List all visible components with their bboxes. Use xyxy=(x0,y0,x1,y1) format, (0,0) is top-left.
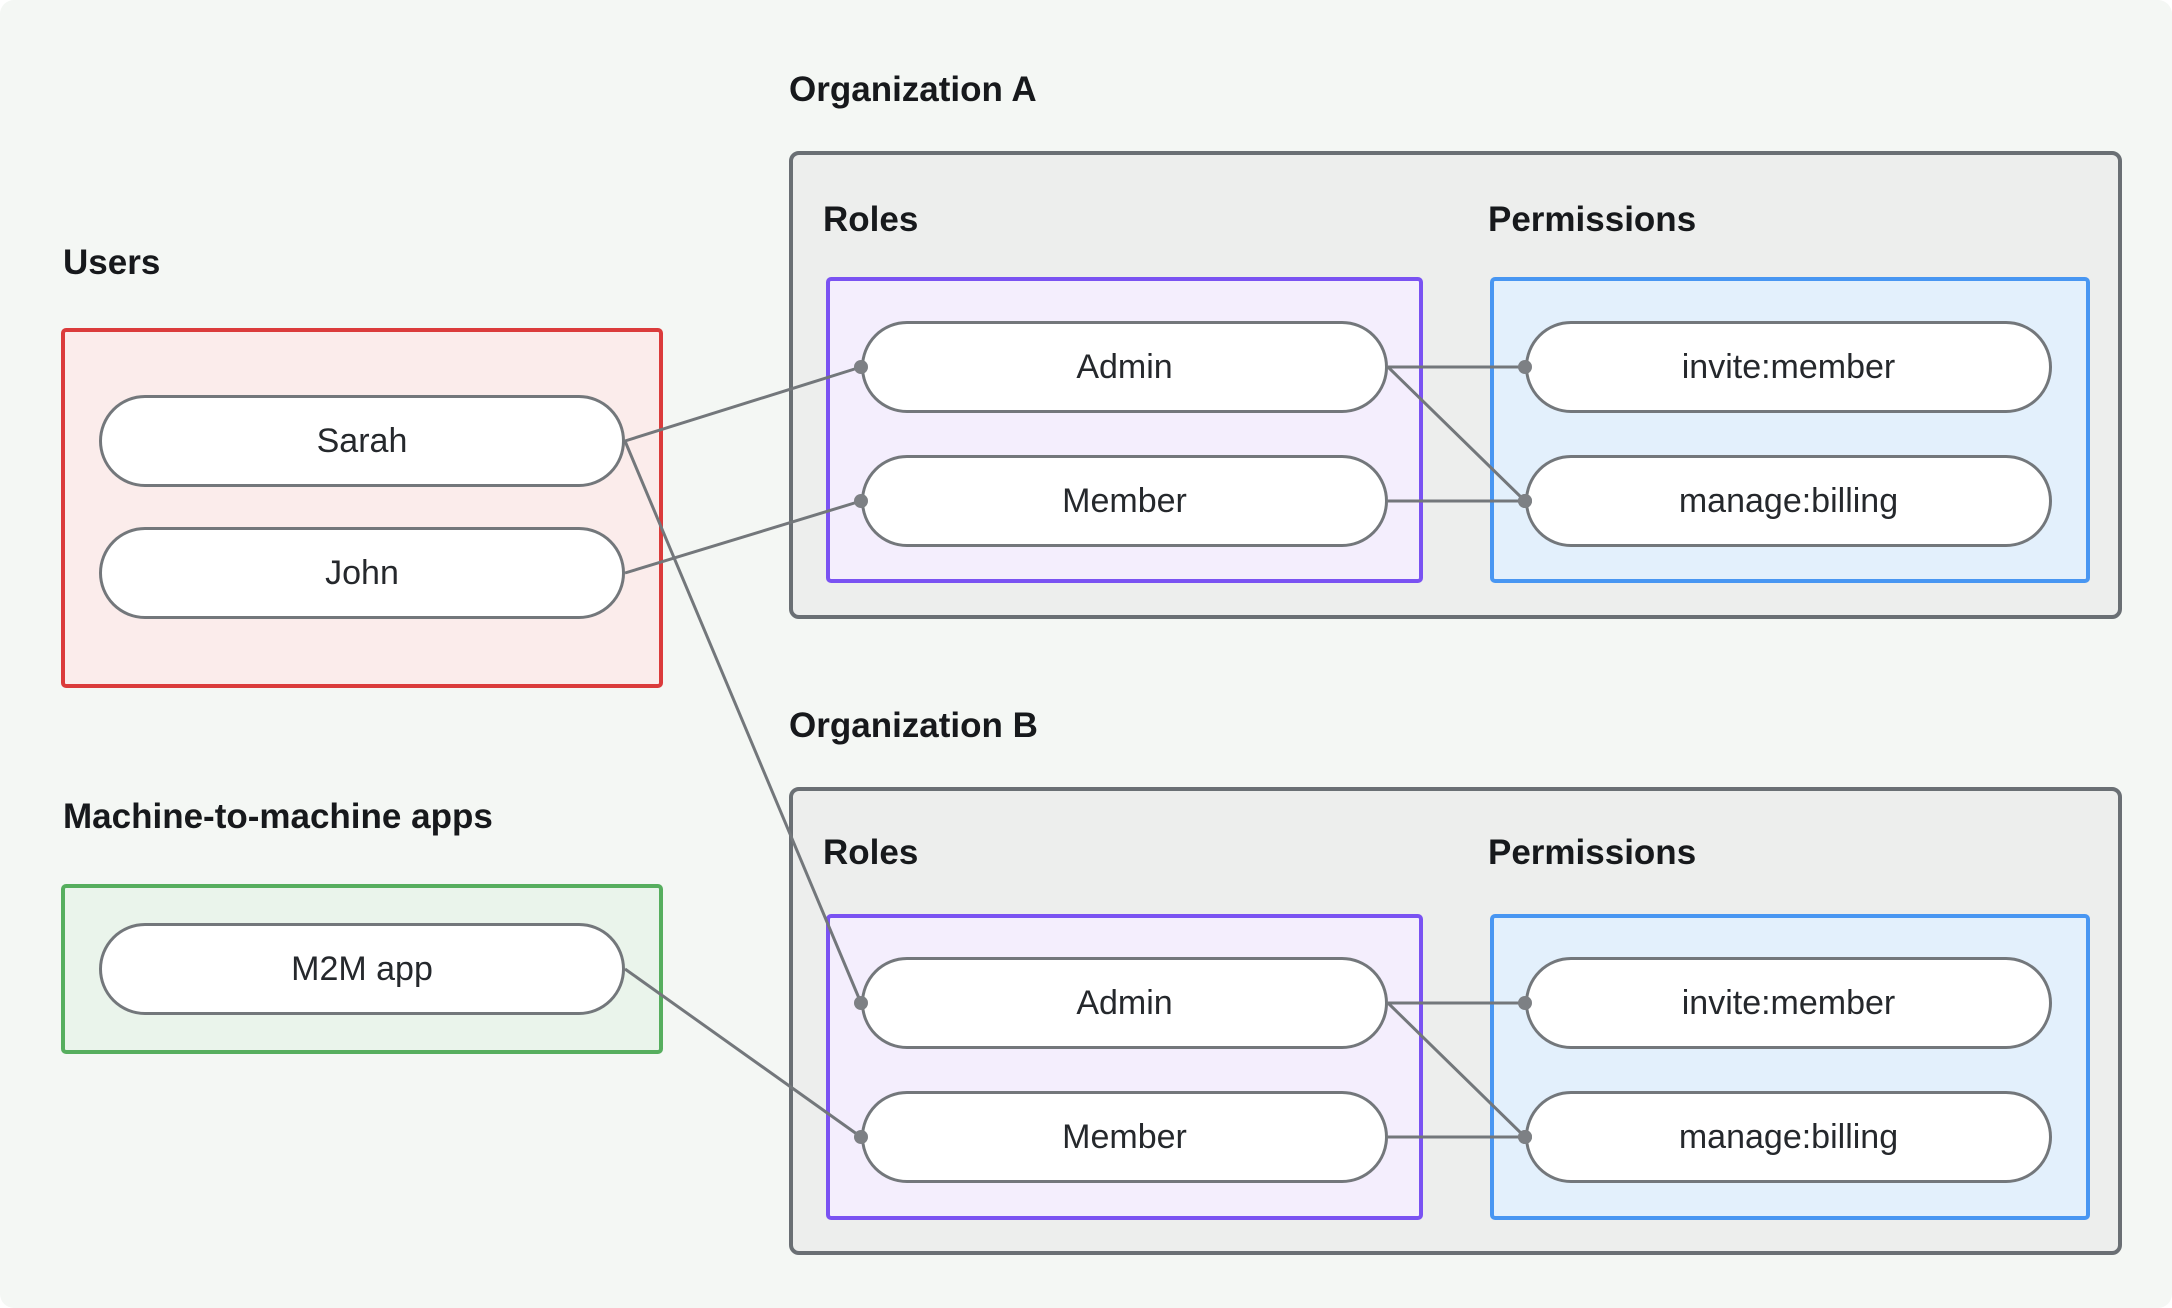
users-box xyxy=(61,328,663,688)
organization-a-permissions-label: Permissions xyxy=(1488,200,1697,239)
org-b-role-pill-member: Member xyxy=(861,1091,1388,1183)
org-b-role-pill-admin: Admin xyxy=(861,957,1388,1049)
org-a-role-pill-admin: Admin xyxy=(861,321,1388,413)
user-pill-sarah: Sarah xyxy=(99,395,625,487)
users-section-label: Users xyxy=(63,243,161,282)
user-pill-john: John xyxy=(99,527,625,619)
org-a-permission-pill-manage-billing: manage:billing xyxy=(1525,455,2052,547)
organization-a-title: Organization A xyxy=(789,70,1037,109)
org-a-role-pill-member: Member xyxy=(861,455,1388,547)
organization-b-permissions-label: Permissions xyxy=(1488,833,1697,872)
organization-b-roles-label: Roles xyxy=(823,833,919,872)
org-a-permission-pill-invite-member: invite:member xyxy=(1525,321,2052,413)
m2m-apps-section-label: Machine-to-machine apps xyxy=(63,797,493,836)
organization-b-title: Organization B xyxy=(789,706,1038,745)
org-b-permission-pill-manage-billing: manage:billing xyxy=(1525,1091,2052,1183)
org-b-permission-pill-invite-member: invite:member xyxy=(1525,957,2052,1049)
m2m-app-pill: M2M app xyxy=(99,923,625,1015)
organization-a-roles-label: Roles xyxy=(823,200,919,239)
